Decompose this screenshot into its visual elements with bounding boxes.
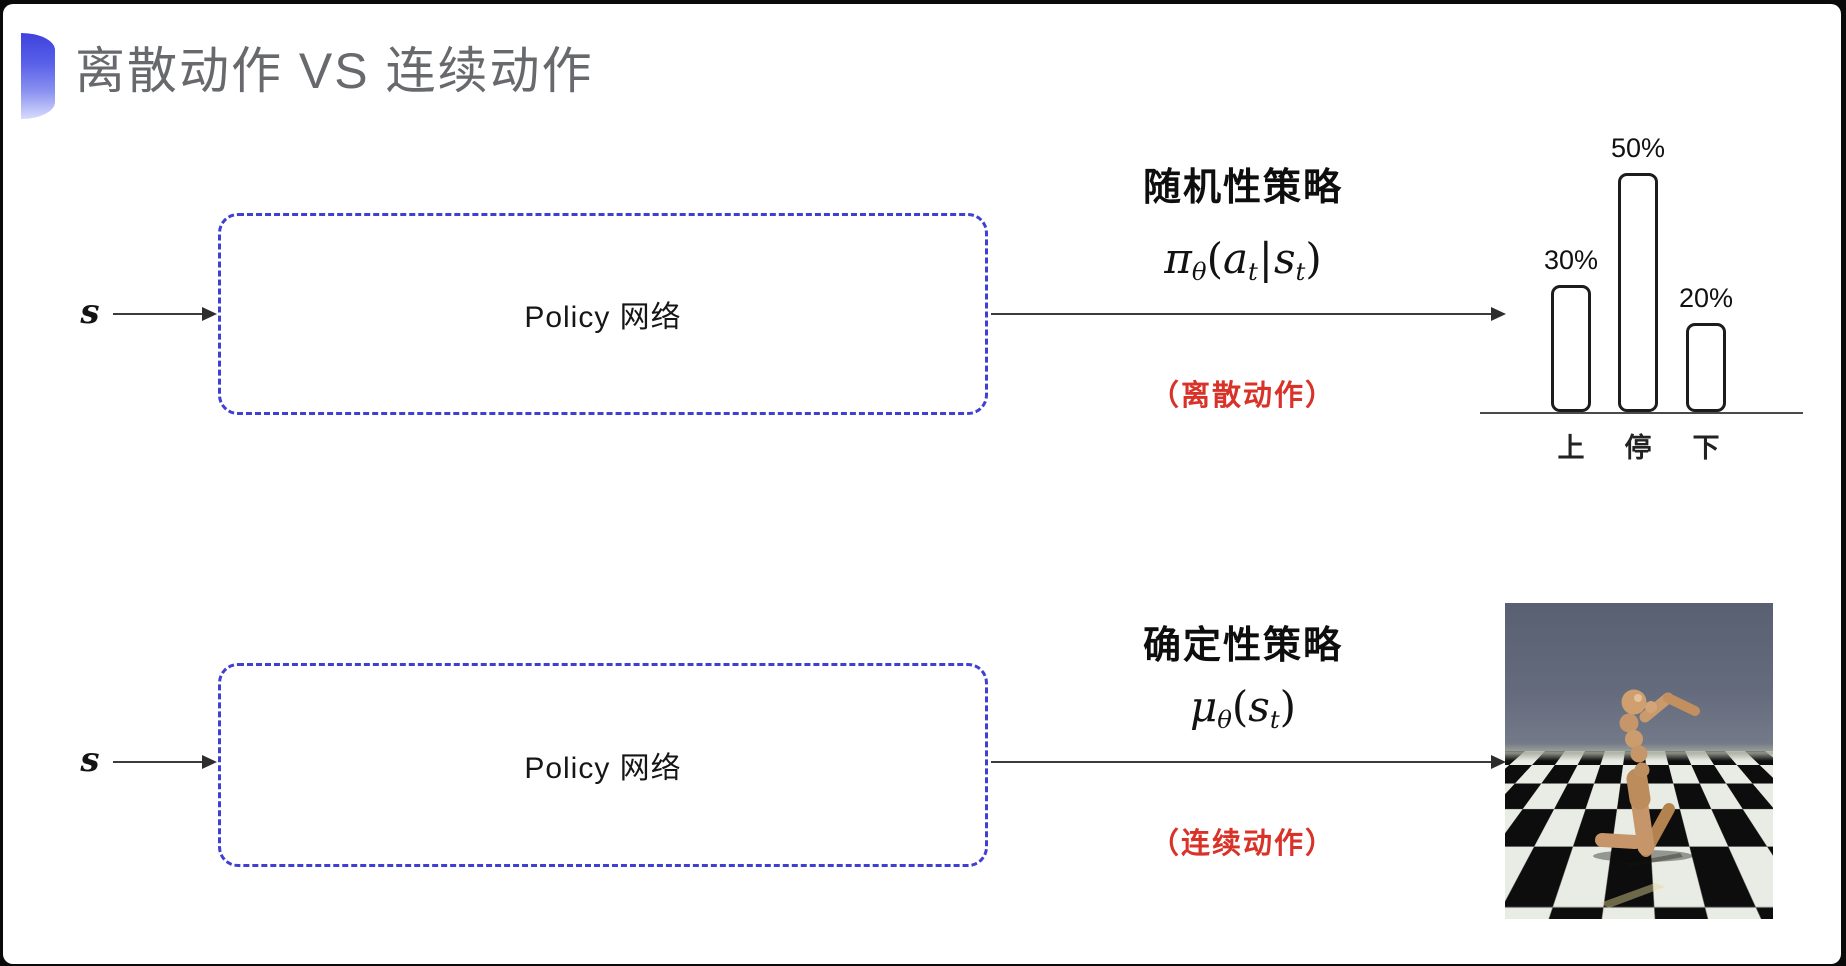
formula-arg-s: s — [1273, 234, 1296, 283]
stochastic-policy-formula: πθ(at|st) — [1008, 234, 1478, 283]
bottom-output-arrow-head — [1491, 755, 1506, 769]
formula-pipe: | — [1258, 234, 1273, 283]
bottom-input-label-s: s — [80, 740, 100, 780]
bottom-policy-box-label: Policy 网络 — [524, 752, 682, 785]
bar-category-label: 上 — [1557, 433, 1585, 463]
probability-bar-chart: 30% 上 50% 停 20% 下 — [1480, 114, 1803, 474]
formula-mu: μ — [1189, 682, 1218, 731]
top-input-arrow-shaft — [113, 313, 205, 315]
slide-title: 离散动作 VS 连续动作 — [75, 43, 594, 99]
top-input-label-s: s — [80, 292, 100, 332]
probability-bar — [1551, 285, 1591, 412]
bar-value-label: 50% — [1610, 133, 1666, 163]
formula-theta-sub: θ — [1191, 256, 1207, 286]
title-accent-shape — [21, 33, 55, 119]
formula-s-sub-t: t — [1295, 256, 1306, 286]
probability-bar — [1618, 173, 1658, 412]
formula-theta-sub2: θ — [1217, 704, 1232, 734]
bar-value-label: 30% — [1543, 245, 1599, 275]
formula-pi: π — [1164, 234, 1192, 283]
top-policy-network-box: Policy 网络 — [218, 213, 988, 415]
bottom-output-arrow-shaft — [991, 761, 1492, 763]
top-input-arrow-head — [202, 307, 217, 321]
formula-a-sub-t: t — [1248, 256, 1258, 286]
chart-baseline — [1480, 412, 1803, 414]
humanoid-robot-figure — [1593, 689, 1700, 908]
discrete-action-caption: （离散动作） — [1149, 380, 1336, 412]
formula-open-paren: ( — [1206, 234, 1223, 283]
stochastic-policy-title: 随机性策略 — [1142, 167, 1343, 209]
probability-bar — [1686, 323, 1726, 412]
bar-category-label: 停 — [1624, 433, 1652, 463]
formula-arg-s2: s — [1248, 682, 1270, 731]
formula-open-paren2: ( — [1231, 682, 1249, 731]
bar-category-label: 下 — [1692, 433, 1720, 463]
continuous-action-caption: （连续动作） — [1149, 828, 1336, 860]
formula-arg-a: a — [1222, 234, 1248, 283]
top-output-arrow-head — [1491, 307, 1506, 321]
bottom-policy-network-box: Policy 网络 — [218, 663, 988, 867]
formula-close-paren: ) — [1305, 234, 1322, 283]
formula-close-paren2: ) — [1279, 682, 1297, 731]
bar-value-label: 20% — [1678, 283, 1734, 313]
formula-s-sub-t2: t — [1269, 704, 1280, 734]
bottom-input-arrow-shaft — [113, 761, 205, 763]
humanoid-robot-image — [1505, 603, 1773, 919]
top-output-arrow-shaft — [991, 313, 1492, 315]
deterministic-policy-formula: μθ(st) — [1008, 682, 1478, 731]
top-policy-box-label: Policy 网络 — [524, 301, 682, 334]
deterministic-policy-title: 确定性策略 — [1142, 625, 1343, 667]
slide-canvas: 离散动作 VS 连续动作 s Policy 网络 随机性策略 πθ(at|st)… — [3, 4, 1841, 964]
bottom-input-arrow-head — [202, 755, 217, 769]
